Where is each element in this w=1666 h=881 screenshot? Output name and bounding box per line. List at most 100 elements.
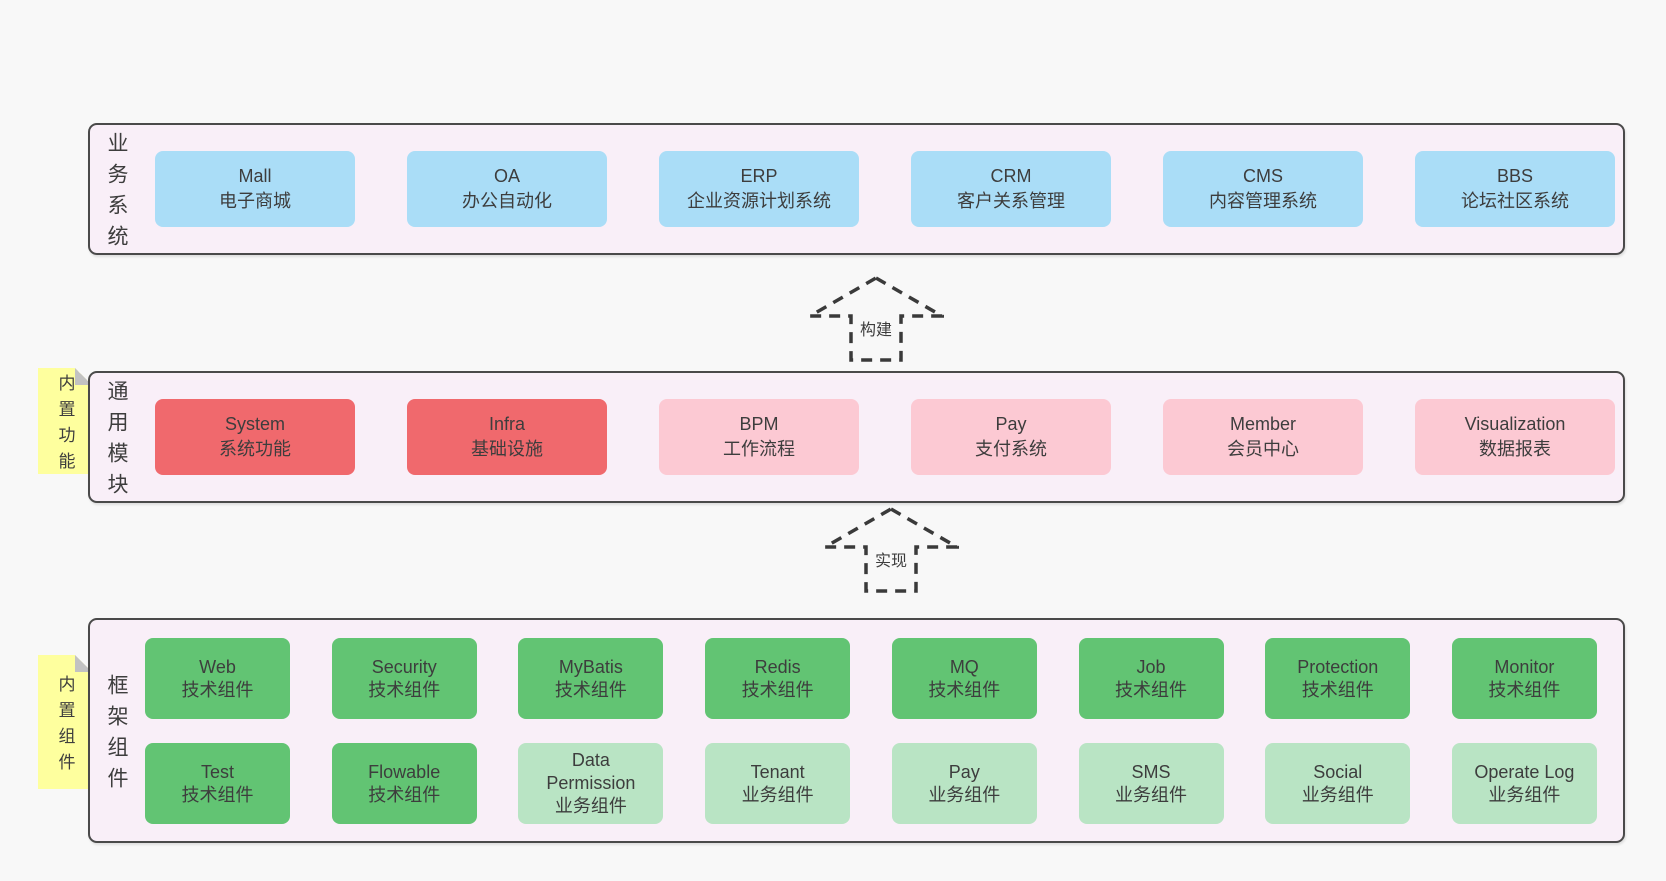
- sticky-note-text: 内置功能: [55, 373, 75, 478]
- box-subtitle: 客户关系管理: [957, 191, 1065, 211]
- box-title: Pay: [948, 761, 980, 782]
- box-subtitle: 会员中心: [1227, 439, 1299, 459]
- box-redis: Redis 技术组件: [705, 638, 851, 719]
- box-title: Visualization: [1464, 414, 1566, 434]
- box-subtitle: 技术组件: [741, 679, 814, 700]
- box-job: Job 技术组件: [1078, 638, 1224, 719]
- components-row-1: Web 技术组件 Security 技术组件 MyBatis 技术组件 Redi…: [145, 638, 1597, 719]
- box-title: Operate Log: [1474, 761, 1575, 782]
- box-title: Member: [1229, 414, 1296, 434]
- box-subtitle: 技术组件: [181, 679, 254, 700]
- box-operate-log: Operate Log 业务组件: [1451, 743, 1597, 824]
- box-subtitle: 技术组件: [368, 679, 441, 700]
- box-subtitle: 技术组件: [368, 784, 441, 805]
- box-protection: Protection 技术组件: [1265, 638, 1411, 719]
- band-label-text: 业务系统: [105, 132, 128, 256]
- box-title: Pay: [995, 414, 1027, 434]
- box-erp: ERP 企业资源计划系统: [659, 151, 859, 227]
- box-title: Tenant: [750, 761, 805, 782]
- implement-arrow: 实现: [823, 507, 959, 593]
- box-crm: CRM 客户关系管理: [911, 151, 1111, 227]
- box-title: BBS: [1496, 166, 1534, 186]
- box-title: Monitor: [1494, 656, 1555, 677]
- box-title: Redis: [754, 656, 801, 677]
- box-title: Protection: [1297, 656, 1379, 677]
- box-test: Test 技术组件: [145, 743, 290, 824]
- box-subtitle: 数据报表: [1479, 439, 1551, 459]
- box-web: Web 技术组件: [145, 638, 290, 719]
- box-pay: Pay 支付系统: [911, 399, 1111, 475]
- box-subtitle: 技术组件: [554, 679, 627, 700]
- arrow-label: 实现: [871, 547, 911, 571]
- box-title: Data Permission: [546, 750, 636, 793]
- box-data-permission: Data Permission 业务组件: [518, 743, 664, 824]
- box-system: System 系统功能: [155, 399, 355, 475]
- box-subtitle: 企业资源计划系统: [687, 191, 831, 211]
- box-title: Web: [199, 656, 236, 677]
- box-visualization: Visualization 数据报表: [1415, 399, 1615, 475]
- box-subtitle: 技术组件: [1115, 679, 1188, 700]
- box-oa: OA 办公自动化: [407, 151, 607, 227]
- box-subtitle: 论坛社区系统: [1461, 191, 1569, 211]
- box-subtitle: 系统功能: [219, 439, 291, 459]
- box-subtitle: 基础设施: [471, 439, 543, 459]
- band-boxes: System 系统功能 Infra 基础设施 BPM 工作流程 Pay 支付系统…: [155, 373, 1615, 501]
- box-tenant: Tenant 业务组件: [705, 743, 851, 824]
- box-monitor: Monitor 技术组件: [1451, 638, 1597, 719]
- box-title: Mall: [238, 166, 272, 186]
- box-sms: SMS 业务组件: [1078, 743, 1224, 824]
- band-label: 通用模块: [90, 373, 142, 504]
- box-infra: Infra 基础设施: [407, 399, 607, 475]
- sticky-note-builtin-components: 内置组件: [38, 655, 92, 789]
- box-social: Social 业务组件: [1265, 743, 1411, 824]
- band-boxes: Web 技术组件 Security 技术组件 MyBatis 技术组件 Redi…: [142, 620, 1623, 841]
- box-subtitle: 业务组件: [1115, 784, 1188, 805]
- box-title: CRM: [990, 166, 1032, 186]
- box-title: MyBatis: [558, 656, 623, 677]
- dashed-up-arrow-icon: [823, 507, 959, 593]
- box-subtitle: 办公自动化: [462, 191, 552, 211]
- box-subtitle: 业务组件: [1488, 784, 1561, 805]
- box-mybatis: MyBatis 技术组件: [518, 638, 664, 719]
- box-title: SMS: [1131, 761, 1171, 782]
- box-mq: MQ 技术组件: [891, 638, 1037, 719]
- sticky-note-text: 内置组件: [55, 674, 75, 779]
- box-title: OA: [493, 166, 520, 186]
- band-label-text: 框架组件: [105, 673, 128, 798]
- arrow-label: 构建: [856, 316, 896, 340]
- box-title: ERP: [740, 166, 778, 186]
- box-title: BPM: [739, 414, 779, 434]
- box-bpm: BPM 工作流程: [659, 399, 859, 475]
- box-mall: Mall 电子商城: [155, 151, 355, 227]
- box-subtitle: 业务组件: [1301, 784, 1374, 805]
- box-title: CMS: [1243, 166, 1283, 186]
- box-title: Security: [371, 656, 437, 677]
- box-title: Infra: [488, 414, 526, 434]
- band-business-systems: 业务系统 Mall 电子商城 OA 办公自动化 ERP 企业资源计划系统 CRM…: [88, 123, 1625, 256]
- box-cms: CMS 内容管理系统: [1163, 151, 1363, 227]
- dashed-up-arrow-icon: [808, 276, 944, 362]
- box-subtitle: 支付系统: [975, 439, 1047, 459]
- band-boxes: Mall 电子商城 OA 办公自动化 ERP 企业资源计划系统 CRM 客户关系…: [155, 125, 1615, 253]
- box-member: Member 会员中心: [1163, 399, 1363, 475]
- box-title: Flowable: [368, 761, 441, 782]
- box-subtitle: 内容管理系统: [1209, 191, 1317, 211]
- box-title: Social: [1313, 761, 1363, 782]
- box-subtitle: 电子商城: [219, 191, 291, 211]
- box-subtitle: 技术组件: [181, 784, 254, 805]
- box-subtitle: 业务组件: [554, 796, 627, 816]
- box-subtitle: 技术组件: [1301, 679, 1374, 700]
- box-subtitle: 技术组件: [1488, 679, 1561, 700]
- box-security: Security 技术组件: [331, 638, 477, 719]
- band-label-text: 通用模块: [105, 380, 128, 504]
- box-subtitle: 业务组件: [741, 784, 814, 805]
- box-subtitle: 技术组件: [928, 679, 1001, 700]
- band-common-modules: 通用模块 System 系统功能 Infra 基础设施 BPM 工作流程 Pay…: [88, 371, 1625, 504]
- box-pay-business: Pay 业务组件: [891, 743, 1037, 824]
- box-subtitle: 工作流程: [723, 439, 795, 459]
- box-bbs: BBS 论坛社区系统: [1415, 151, 1615, 227]
- box-title: Job: [1136, 656, 1166, 677]
- box-title: Test: [200, 761, 234, 782]
- sticky-note-builtin-features: 内置功能: [38, 368, 92, 474]
- band-framework-components: 框架组件 Web 技术组件 Security 技术组件 MyBatis 技术组件…: [88, 618, 1625, 843]
